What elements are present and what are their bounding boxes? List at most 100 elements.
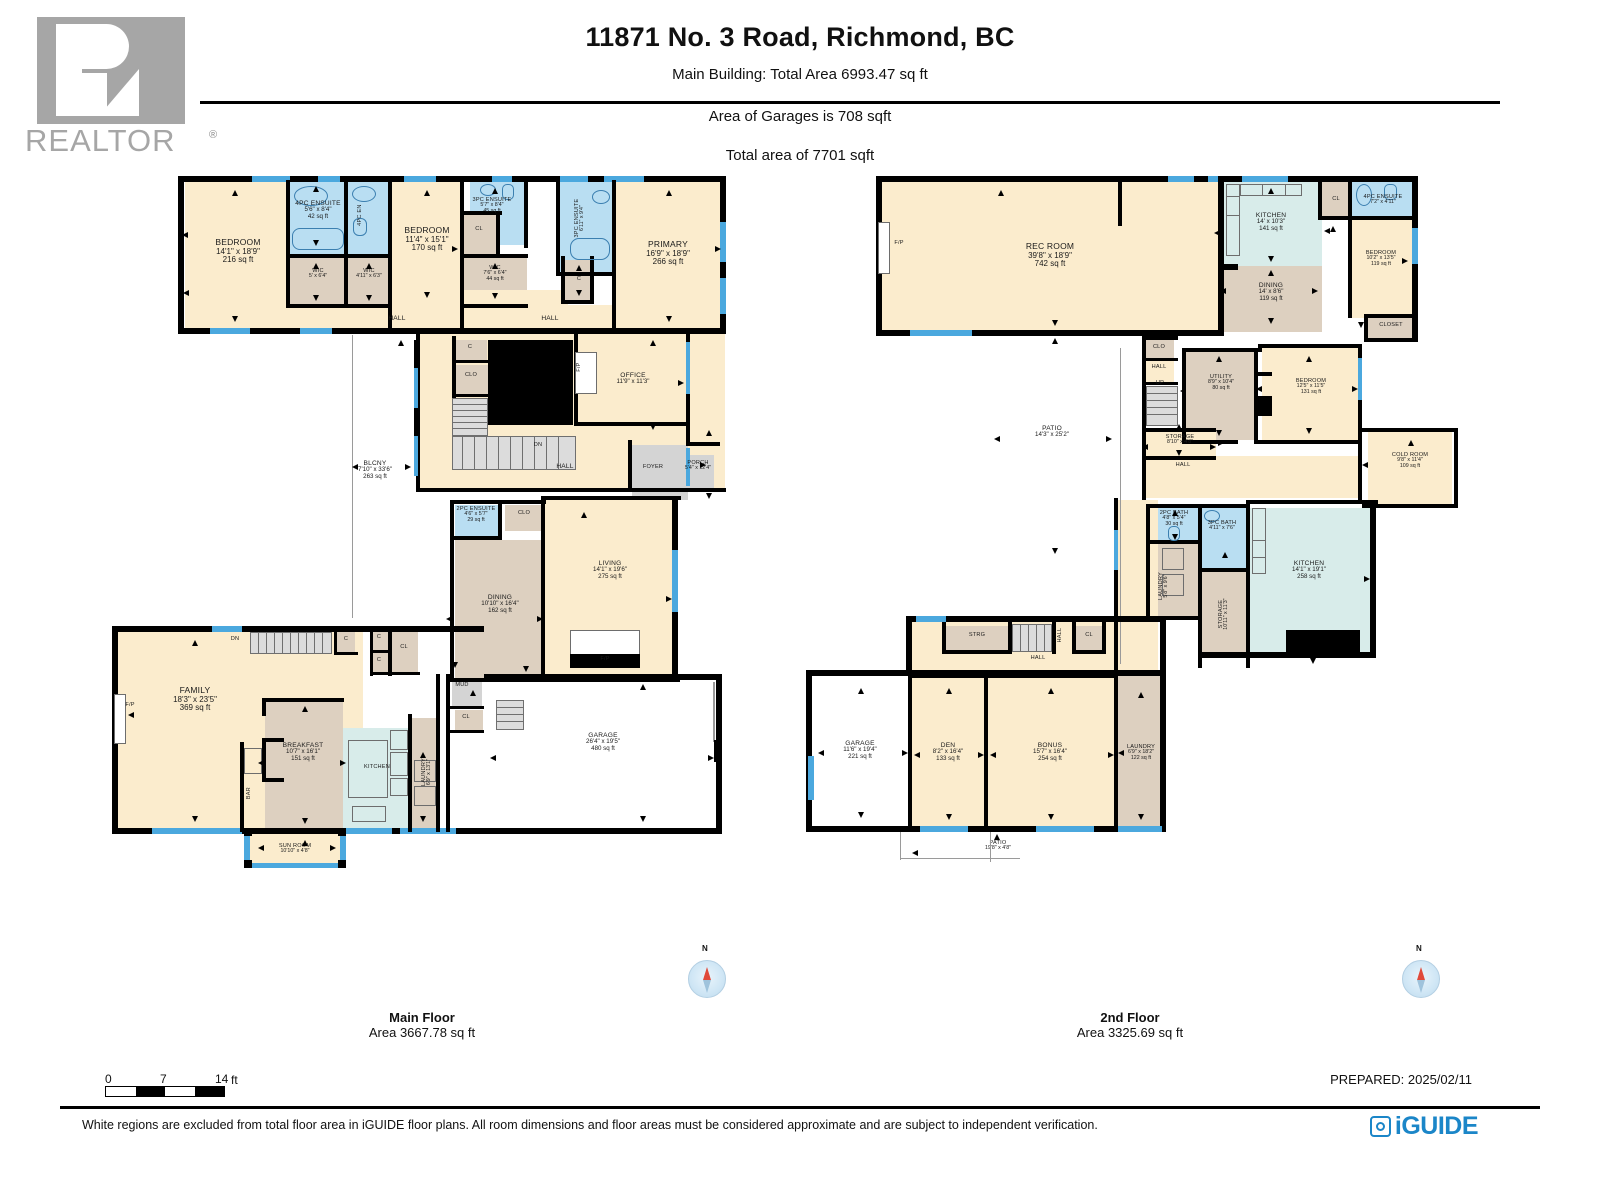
room-fill-closet-2f xyxy=(1368,318,1414,340)
room-fill-den xyxy=(912,676,984,828)
main-floor-caption: Main Floor Area 3667.78 sq ft xyxy=(222,1010,622,1040)
fireplace-fixture xyxy=(114,694,126,744)
room-label-4pc-ensuite-2f: 4PC ENSUITE 7'2" x 4'11" xyxy=(1363,194,1403,206)
room-label-hall-2f-c: HALL xyxy=(1030,655,1046,661)
stove-fixture xyxy=(390,778,408,796)
room-label-fp-family: F/P xyxy=(125,702,135,708)
page-title: 11871 No. 3 Road, Richmond, BC xyxy=(585,22,1015,52)
room-label-family: FAMILY 18'3" x 23'5" 369 sq ft xyxy=(173,685,217,713)
iguide-logo: iGUIDE xyxy=(1369,1112,1479,1141)
room-label-closet-2f: CLOSET xyxy=(1379,322,1403,328)
room-fill-c-a xyxy=(373,630,389,650)
room-fill-bedroom-2f-a xyxy=(1350,218,1412,318)
dryer-fixture xyxy=(1162,574,1184,596)
room-label-4pc-ensuite: 4PC ENSUITE 5'6" x 8'4" 42 sq ft xyxy=(295,200,341,221)
room-label-c-a: C xyxy=(376,634,382,640)
footer-divider xyxy=(60,1106,1540,1109)
room-label-cl-mud: CL xyxy=(462,714,470,720)
room-fill-bedroom-1 xyxy=(185,180,290,328)
room-label-clo-2: CLO xyxy=(517,510,531,516)
room-fill-garage-2f xyxy=(812,676,908,828)
room-label-kitchen-2f-b: KITCHEN 14'1" x 19'1" 258 sq ft xyxy=(1292,560,1326,581)
room-fill-garage-main xyxy=(490,682,718,832)
room-label-up-2f: UP xyxy=(1155,380,1165,386)
room-fill-kitchen-2f xyxy=(1222,180,1322,266)
room-fill-laundry-main xyxy=(411,718,439,832)
room-fill-kitchen-2f-b xyxy=(1250,508,1370,652)
room-label-3pc-ensuite-2: 3PC ENSUITE 6'11" x 9'4" xyxy=(573,198,586,238)
room-fill-2pc-ensuite xyxy=(455,505,500,540)
second-floor-plan: REC ROOM 39'8" x 18'9" 742 sq ft F/P KIT… xyxy=(790,0,1600,1040)
sink-fixture xyxy=(1204,510,1220,522)
room-label-utility: UTILITY 8'9" x 10'4" 80 sq ft xyxy=(1207,374,1235,392)
room-fill-bonus xyxy=(988,676,1114,828)
scale-tick-0: 0 xyxy=(105,1072,112,1086)
room-fill-c-mid xyxy=(455,340,487,360)
room-label-dn-family: DN xyxy=(230,636,240,642)
room-label-cold-room: COLD ROOM 9'8" x 11'4" 109 sq ft xyxy=(1391,452,1429,470)
room-fill-cl-mud xyxy=(455,710,483,730)
room-label-dn-main: DN xyxy=(533,442,543,448)
toilet-fixture xyxy=(1168,526,1180,541)
room-label-c-mid: C xyxy=(467,344,473,350)
room-label-4pc-en: 4PC EN xyxy=(356,204,363,226)
staircase-garage xyxy=(496,700,524,730)
main-floor-plan: BEDROOM 14'1" x 18'9" 216 sq ft 4PC ENSU… xyxy=(0,0,800,1040)
tub-fixture xyxy=(292,228,344,250)
room-label-wic-1: WIC 5' x 6'4" xyxy=(308,268,328,280)
room-fill-clo-2f xyxy=(1144,340,1174,360)
room-label-hall-2f-a: HALL xyxy=(1151,364,1167,370)
room-fill-hall-2f-a xyxy=(1146,360,1174,382)
room-label-bedroom-2f-b: BEDROOM 12'5" x 11'5" 131 sq ft xyxy=(1295,378,1327,396)
room-label-fp-office: F/P xyxy=(575,362,582,372)
room-label-dining-main: DINING 10'10" x 16'4" 162 sq ft xyxy=(481,594,519,615)
room-label-den: DEN 8'2" x 16'4" 133 sq ft xyxy=(932,742,964,763)
room-label-cl-2f-b: CL xyxy=(1085,632,1093,638)
room-fill-primary xyxy=(615,180,723,328)
stove-fixture xyxy=(1252,540,1266,558)
room-label-blcny: BLCNY 7'10" x 33'6" 263 sq ft xyxy=(358,460,392,481)
room-label-fp-rec: F/P xyxy=(894,240,904,246)
sink-fixture xyxy=(592,190,610,204)
room-label-office: OFFICE 11'9" x 11'3" xyxy=(616,372,650,386)
room-label-bedroom-2: BEDROOM 11'4" x 15'1" 170 sq ft xyxy=(404,225,450,253)
room-label-laundry-2f: LAUNDRY 5'8" x 9'6" xyxy=(1157,572,1170,601)
room-label-hall-2f-b: HALL xyxy=(1175,462,1191,468)
void-black-mid xyxy=(488,340,573,425)
room-label-porch: PORCH 5'4" x 12'4" xyxy=(684,460,712,472)
room-fill-c-c xyxy=(337,630,355,652)
room-label-3pc-bath-2f: 3PC BATH 4'11" x 7'6" xyxy=(1207,520,1237,532)
room-label-kitchen-2f: KITCHEN 14' x 10'3" 141 sq ft xyxy=(1255,212,1287,233)
room-label-storage-2f: STORAGE 8'10" x 4'8" xyxy=(1165,434,1195,446)
room-label-strg-2f: STRG xyxy=(968,632,986,638)
realtor-registered-mark: ® xyxy=(209,129,218,141)
room-label-mud: MUD xyxy=(455,682,469,688)
sink-fixture xyxy=(352,186,376,202)
total-area-note: Total area of 7701 sqft xyxy=(725,147,875,164)
room-fill-strg-2f xyxy=(946,626,1008,652)
room-label-sun-room: SUN ROOM 10'10" x 4'8" xyxy=(278,843,312,855)
room-fill-c-b xyxy=(373,653,389,673)
room-label-wic-2: WIC 4'11" x 6'3" xyxy=(356,268,382,280)
room-label-primary: PRIMARY 16'9" x 18'9" 266 sq ft xyxy=(646,239,690,267)
room-label-living: LIVING 14'1" x 19'6" 275 sq ft xyxy=(593,560,627,581)
compass-north-label-2f: N xyxy=(1416,944,1422,953)
washer-fixture xyxy=(1162,548,1184,570)
toilet-fixture xyxy=(353,218,367,236)
room-label-laundry-2f-b: LAUNDRY 6'9" x 18'2" 122 sq ft xyxy=(1126,744,1156,762)
compass-rose-2f xyxy=(1402,960,1440,998)
room-label-bedroom-2f-a: BEDROOM 10'2" x 13'5" 119 sq ft xyxy=(1365,250,1397,268)
room-fill-bedroom-2f-b xyxy=(1262,348,1358,440)
room-fill-utility xyxy=(1186,352,1258,440)
room-label-hall-2: HALL xyxy=(541,315,559,322)
toilet-fixture xyxy=(502,184,514,200)
fireplace-fixture xyxy=(878,222,890,274)
room-label-garage-2f: GARAGE 11'6" x 19'4" 221 sq ft xyxy=(843,740,877,761)
room-label-3pc-ensuite-1: 3PC ENSUITE 5'7" x 8'4" 45 sq ft xyxy=(472,197,512,215)
room-label-breakfast: BREAKFAST 10'7" x 16'1" 151 sq ft xyxy=(282,742,324,763)
room-label-dining-2f: DINING 14' x 8'6" 119 sq ft xyxy=(1258,282,1284,303)
room-fill-storage-2f-b xyxy=(1200,572,1248,652)
room-label-patio-2f-b: PATIO 19'8" x 4'8" xyxy=(984,840,1012,852)
room-fill-hall-2f-b xyxy=(1146,456,1358,498)
room-label-patio-2f-a: PATIO 14'3" x 25'2" xyxy=(1035,425,1069,439)
